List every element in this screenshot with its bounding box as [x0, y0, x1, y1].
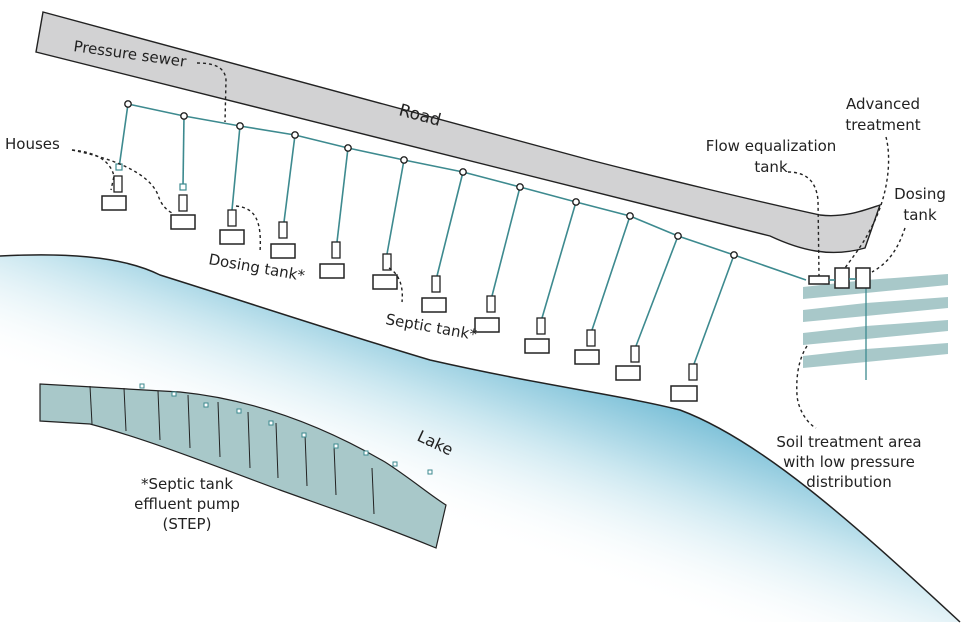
step-footnote-3: (STEP) [163, 515, 212, 533]
house [372, 274, 398, 290]
houses [101, 195, 698, 402]
dock [39, 383, 447, 549]
soil-strip [803, 343, 948, 368]
road [35, 11, 882, 254]
house [421, 297, 447, 313]
soil-treatment-label-3: distribution [806, 473, 891, 491]
soil-strip [803, 274, 948, 299]
house [219, 229, 245, 245]
soil-treatment-label: Soil treatment area [776, 433, 921, 451]
leader-lines [71, 62, 906, 429]
step-footnote-2: effluent pump [134, 495, 240, 513]
house [319, 263, 345, 279]
house [170, 214, 196, 230]
soil-treatment-label-2: with low pressure [783, 453, 915, 471]
soil-strip [803, 320, 948, 345]
septic-tanks [113, 175, 698, 381]
pipe-nodes [124, 100, 738, 259]
flow-equalization-tank [808, 275, 830, 285]
dosing-tank-final [855, 267, 871, 289]
dock-sections [89, 385, 375, 515]
lake-water [0, 254, 960, 622]
dosing-tank-final-label-2: tank [903, 206, 937, 224]
branch-laterals [118, 103, 735, 365]
house [524, 338, 550, 354]
advanced-treatment-label: Advanced [846, 95, 920, 113]
lake-shoreline [0, 254, 961, 623]
soil-treatment-strips [803, 274, 948, 380]
house [615, 365, 641, 381]
step-footnote: *Septic tank [141, 475, 233, 493]
dosing-tank-final-label: Dosing [894, 185, 946, 203]
house [270, 243, 296, 259]
advanced-treatment-label-2: treatment [845, 116, 920, 134]
houses-label: Houses [5, 135, 60, 153]
dosing-tank-small [115, 163, 123, 171]
house [101, 195, 127, 211]
house [474, 317, 500, 333]
house [574, 349, 600, 365]
flow-equalization-label-2: tank [754, 158, 788, 176]
advanced-treatment-unit [834, 267, 850, 289]
septic-tank-label: Septic tank* [384, 310, 478, 344]
flow-equalization-label: Flow equalization [706, 137, 837, 155]
dosing-tank-small [179, 183, 187, 191]
soil-strip [803, 297, 948, 322]
house [670, 385, 698, 402]
dock-buoys [139, 383, 433, 475]
